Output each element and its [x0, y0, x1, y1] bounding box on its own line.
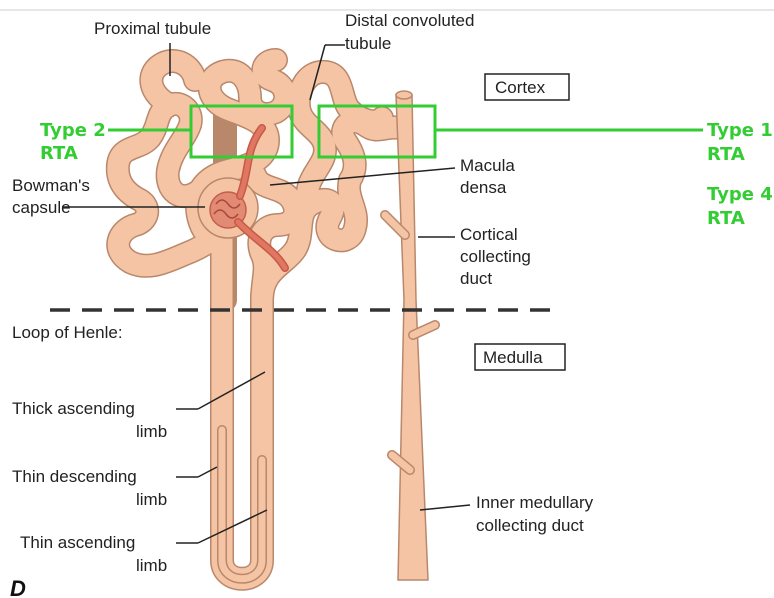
type2-rta-label-line2: RTA: [40, 143, 78, 164]
type4-rta-label-line2: RTA: [707, 208, 745, 229]
type2-rta-label-line1: Type 2: [40, 120, 106, 141]
cortical-duct-label-line1: Cortical: [460, 225, 518, 244]
thin-descending-label-line2: limb: [136, 490, 167, 509]
bowmans-capsule-label-line1: Bowman's: [12, 176, 90, 195]
distal-tubule-label-line2: tubule: [345, 34, 391, 53]
type1-rta-label-line1: Type 1: [707, 120, 773, 141]
collecting-duct: [385, 91, 435, 580]
thin-ascending-label-line2: limb: [136, 556, 167, 575]
inner-medullary-label-line2: collecting duct: [476, 516, 584, 535]
thin-ascending-label-line1: Thin ascending: [20, 533, 135, 552]
proximal-tubule-label: Proximal tubule: [94, 19, 211, 38]
medulla-label: Medulla: [483, 348, 543, 367]
thin-descending-label-line1: Thin descending: [12, 467, 137, 486]
distal-tubule-label-line1: Distal convoluted: [345, 11, 474, 30]
inner-medullary-label-line1: Inner medullary: [476, 493, 594, 512]
macula-densa-label-line1: Macula: [460, 156, 515, 175]
loop-of-henle-label: Loop of Henle:: [12, 323, 123, 342]
bowmans-capsule-label-line2: capsule: [12, 198, 71, 217]
cortex-label: Cortex: [495, 78, 546, 97]
cortical-duct-label-line3: duct: [460, 269, 492, 288]
type1-rta-label-line2: RTA: [707, 144, 745, 165]
type4-rta-label-line1: Type 4: [707, 184, 773, 205]
macula-densa-label-line2: densa: [460, 178, 507, 197]
thick-ascending-label-line1: Thick ascending: [12, 399, 135, 418]
cortical-duct-label-line2: collecting: [460, 247, 531, 266]
thick-ascending-label-line2: limb: [136, 422, 167, 441]
panel-letter: D: [10, 576, 26, 598]
